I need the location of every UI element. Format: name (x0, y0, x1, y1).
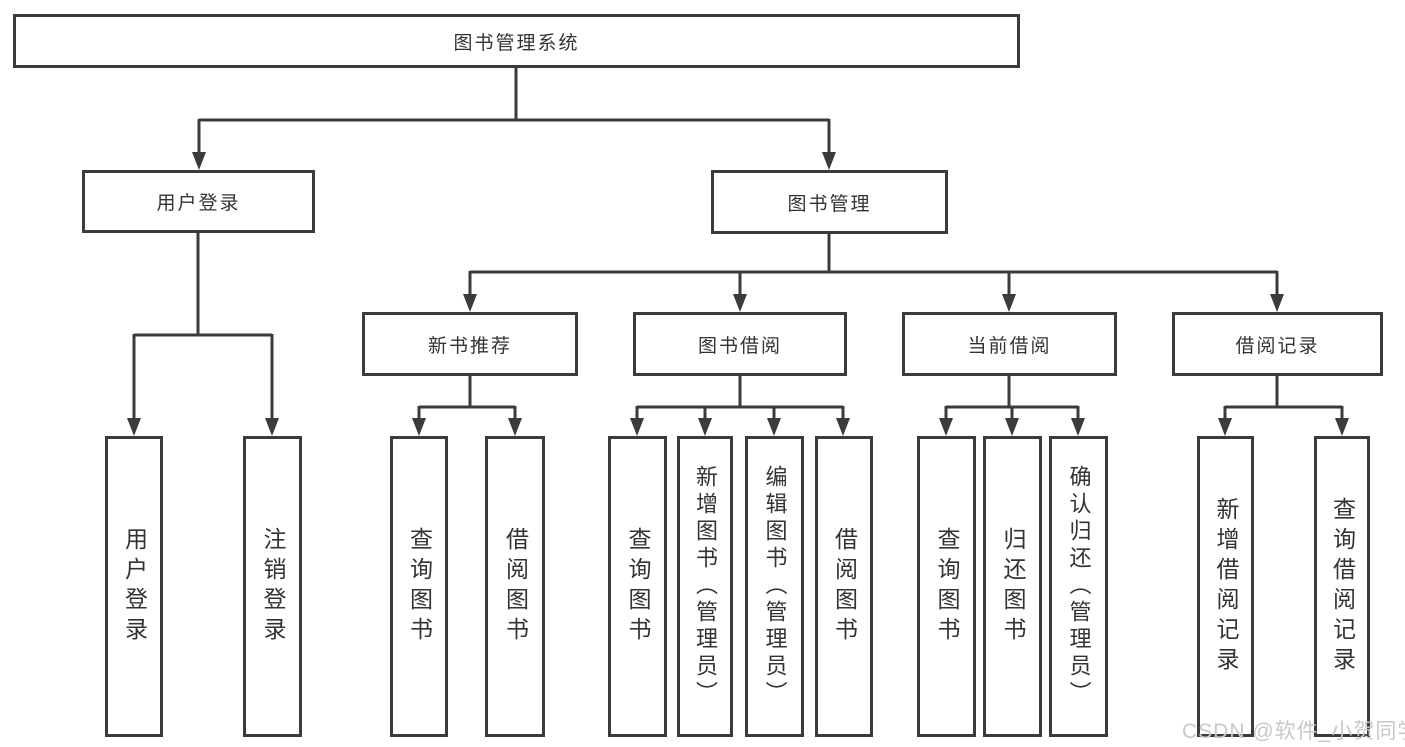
node-borrow-records: 借阅记录 (1172, 312, 1383, 376)
connector-book-mgmt-to-level3 (468, 234, 1279, 297)
node-new-book-recommend: 新书推荐 (362, 312, 578, 376)
node-leaf-borrow-book-recommend: 借阅图书 (485, 436, 545, 737)
node-leaf-add-book-admin: 新增图书（管理员） (677, 436, 733, 737)
node-leaf-edit-book-admin: 编辑图书（管理员） (745, 436, 804, 737)
csdn-watermark: CSDN @软件_小贺同学 (1182, 720, 1405, 743)
connector-new-book-rec-to-leaves (417, 376, 517, 421)
connector-root-to-level2 (197, 68, 831, 155)
connector-current-borrow-to-leaves (944, 376, 1080, 421)
node-leaf-query-book-borrow: 查询图书 (608, 436, 667, 737)
node-leaf-confirm-return-admin: 确认归还（管理员） (1049, 436, 1108, 737)
node-leaf-user-login: 用户登录 (105, 436, 163, 737)
node-book-management: 图书管理 (711, 170, 948, 234)
node-leaf-logout: 注销登录 (243, 436, 302, 737)
node-user-login: 用户登录 (82, 170, 315, 233)
node-current-borrow: 当前借阅 (902, 312, 1117, 376)
node-leaf-add-borrow-record: 新增借阅记录 (1197, 436, 1254, 737)
node-leaf-borrow-book: 借阅图书 (815, 436, 873, 737)
connector-borrow-records-to-leaves (1223, 376, 1344, 421)
node-leaf-return-book: 归还图书 (983, 436, 1042, 737)
connector-user-login-to-leaves (132, 233, 274, 421)
node-leaf-query-book-recommend: 查询图书 (390, 436, 448, 737)
node-root-system: 图书管理系统 (13, 14, 1020, 68)
connector-book-borrow-to-leaves (635, 376, 845, 421)
node-leaf-query-book-current: 查询图书 (917, 436, 976, 737)
node-leaf-query-borrow-record: 查询借阅记录 (1314, 436, 1370, 737)
node-book-borrow: 图书借阅 (633, 312, 847, 376)
